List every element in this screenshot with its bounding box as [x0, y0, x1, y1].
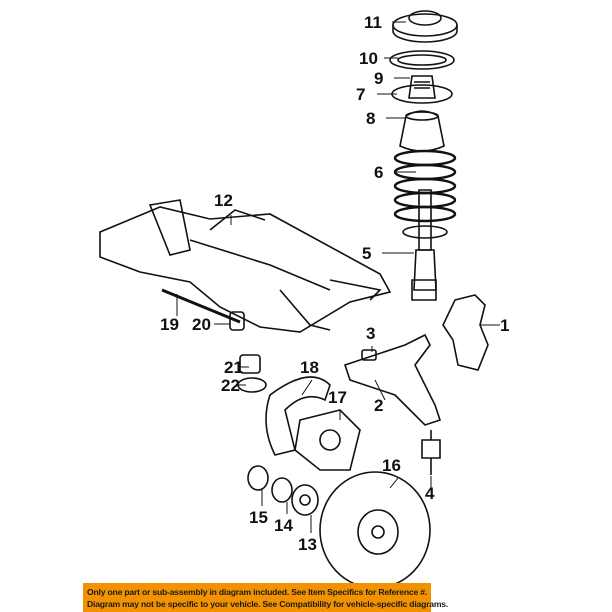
callout-16: 16: [382, 456, 401, 475]
leader-lines: [176, 21, 500, 533]
caliper: [294, 409, 361, 471]
bushing: [229, 311, 245, 331]
callout-7: 7: [356, 85, 366, 104]
callout-5: 5: [362, 244, 372, 263]
strut-mount: [392, 10, 458, 43]
coil-spring: [393, 149, 457, 223]
dust-boot: [399, 110, 445, 152]
callout-17: 17: [328, 388, 347, 407]
strut: [402, 189, 448, 301]
bumper: [391, 75, 453, 104]
hub-bearing-seal: [247, 465, 319, 516]
callout-13: 13: [298, 535, 317, 554]
callout-4: 4: [425, 484, 435, 503]
ball-joint: [421, 430, 441, 475]
callout-11: 11: [364, 13, 382, 32]
callout-6: 6: [374, 163, 384, 182]
callout-8: 8: [366, 109, 376, 128]
callout-2: 2: [374, 396, 384, 415]
crossmember: [99, 199, 392, 333]
disclaimer-banner: Only one part or sub-assembly in diagram…: [83, 583, 449, 612]
callout-19: 19: [160, 315, 179, 334]
callout-3: 3: [366, 324, 376, 343]
callout-10: 10: [359, 49, 378, 68]
splash-shield: [265, 376, 331, 456]
stabilizer-link: [161, 288, 241, 324]
callout-14: 14: [274, 516, 293, 535]
control-arm: [343, 333, 442, 426]
callout-1: 1: [500, 316, 510, 335]
callout-12: 12: [214, 191, 233, 210]
callout-22: 22: [221, 376, 240, 395]
callout-15: 15: [249, 508, 268, 527]
callout-9: 9: [374, 69, 384, 88]
bearing: [389, 50, 455, 70]
callout-21: 21: [224, 358, 243, 377]
callout-20: 20: [192, 315, 211, 334]
knuckle: [442, 294, 489, 371]
disclaimer-line-2: Diagram may not be specific to your vehi…: [87, 598, 449, 609]
rotor: [319, 471, 431, 589]
disclaimer-line-1: Only one part or sub-assembly in diagram…: [87, 586, 428, 597]
callout-18: 18: [300, 358, 319, 377]
